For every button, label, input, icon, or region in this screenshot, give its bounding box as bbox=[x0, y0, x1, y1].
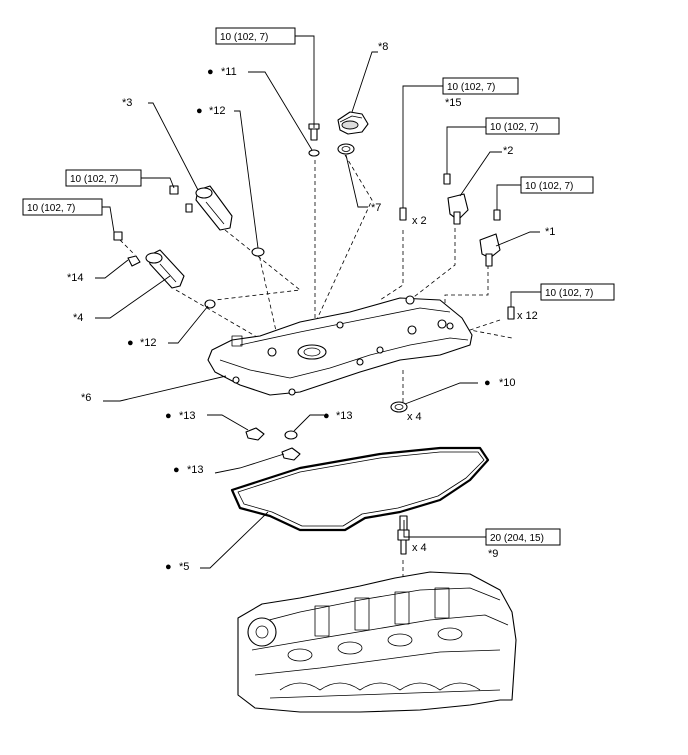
assembly-guide-lines bbox=[119, 154, 513, 590]
leader-lines bbox=[95, 35, 541, 569]
callout-labels: ● *11 *8 *3 ● *12 *15 *2 *7 x 2 *1 *14 x… bbox=[67, 41, 555, 573]
cylinder-head-cover bbox=[207, 295, 473, 396]
callout-12-bottom: *12 bbox=[140, 337, 157, 349]
bullet: ● bbox=[127, 337, 134, 349]
callout-5: *5 bbox=[179, 561, 189, 573]
torque-label: 10 (102, 7) bbox=[525, 181, 573, 192]
cam-position-sensor-2 bbox=[447, 193, 469, 225]
bullet: ● bbox=[165, 410, 172, 422]
torque-label: 10 (102, 7) bbox=[447, 82, 495, 93]
bolt-11 bbox=[308, 123, 320, 157]
callout-13-right: *13 bbox=[336, 410, 353, 422]
gaskets-13 bbox=[245, 427, 301, 461]
cover-bolt bbox=[507, 306, 515, 320]
quantity-x4-plug: x 4 bbox=[412, 542, 427, 554]
callout-13-left: *13 bbox=[179, 410, 196, 422]
quantity-x12: x 12 bbox=[517, 310, 538, 322]
bolts-15 bbox=[399, 173, 451, 221]
spark-plug-tube-gasket bbox=[390, 401, 408, 413]
torque-spec-7: 10 (102, 7) bbox=[540, 283, 615, 301]
torque-label: 10 (102, 7) bbox=[220, 32, 268, 43]
torque-label: 10 (102, 7) bbox=[70, 174, 118, 185]
bullet: ● bbox=[165, 561, 172, 573]
callout-14: *14 bbox=[67, 272, 84, 284]
cam-position-sensor-1 bbox=[479, 209, 501, 267]
cylinder-head bbox=[237, 571, 517, 713]
callout-3: *3 bbox=[122, 97, 132, 109]
head-cover-gasket bbox=[230, 446, 490, 532]
oil-control-valve-4 bbox=[113, 231, 185, 289]
callout-6: *6 bbox=[81, 392, 91, 404]
bullet: ● bbox=[323, 410, 330, 422]
callout-9: *9 bbox=[488, 548, 498, 560]
quantity-x4-gasket: x 4 bbox=[407, 411, 422, 423]
quantity-x2: x 2 bbox=[412, 215, 427, 227]
torque-spec-3: 10 (102, 7) bbox=[485, 117, 560, 135]
callout-1: *1 bbox=[545, 226, 555, 238]
callout-4: *4 bbox=[73, 312, 83, 324]
torque-label: 10 (102, 7) bbox=[27, 203, 75, 214]
callout-13-lower: *13 bbox=[187, 464, 204, 476]
torque-spec-4: 10 (102, 7) bbox=[65, 169, 142, 187]
callout-10: *10 bbox=[499, 377, 516, 389]
spark-plug bbox=[397, 515, 410, 555]
torque-spec-2: 10 (102, 7) bbox=[442, 77, 519, 95]
oil-filler-cap-gasket bbox=[337, 143, 355, 155]
o-rings-12 bbox=[204, 247, 265, 309]
bullet: ● bbox=[207, 66, 214, 78]
callout-2: *2 bbox=[503, 145, 513, 157]
torque-spec-1: 10 (102, 7) bbox=[215, 27, 296, 45]
oil-control-valve-3 bbox=[169, 185, 233, 231]
torque-spec-5: 10 (102, 7) bbox=[520, 176, 594, 194]
torque-label: 10 (102, 7) bbox=[490, 122, 538, 133]
torque-label: 20 (204, 15) bbox=[490, 533, 544, 544]
bullet: ● bbox=[196, 105, 203, 117]
torque-spec-6: 10 (102, 7) bbox=[22, 198, 103, 216]
torque-spec-8: 20 (204, 15) bbox=[485, 528, 561, 546]
bullet: ● bbox=[173, 464, 180, 476]
callout-11: *11 bbox=[221, 66, 237, 78]
callout-15: *15 bbox=[445, 97, 462, 109]
callout-12-top: *12 bbox=[209, 105, 226, 117]
torque-label: 10 (102, 7) bbox=[545, 288, 593, 299]
bullet: ● bbox=[484, 377, 491, 389]
oil-filler-cap bbox=[337, 111, 369, 135]
callout-8: *8 bbox=[378, 41, 388, 53]
callout-7: *7 bbox=[371, 202, 381, 214]
